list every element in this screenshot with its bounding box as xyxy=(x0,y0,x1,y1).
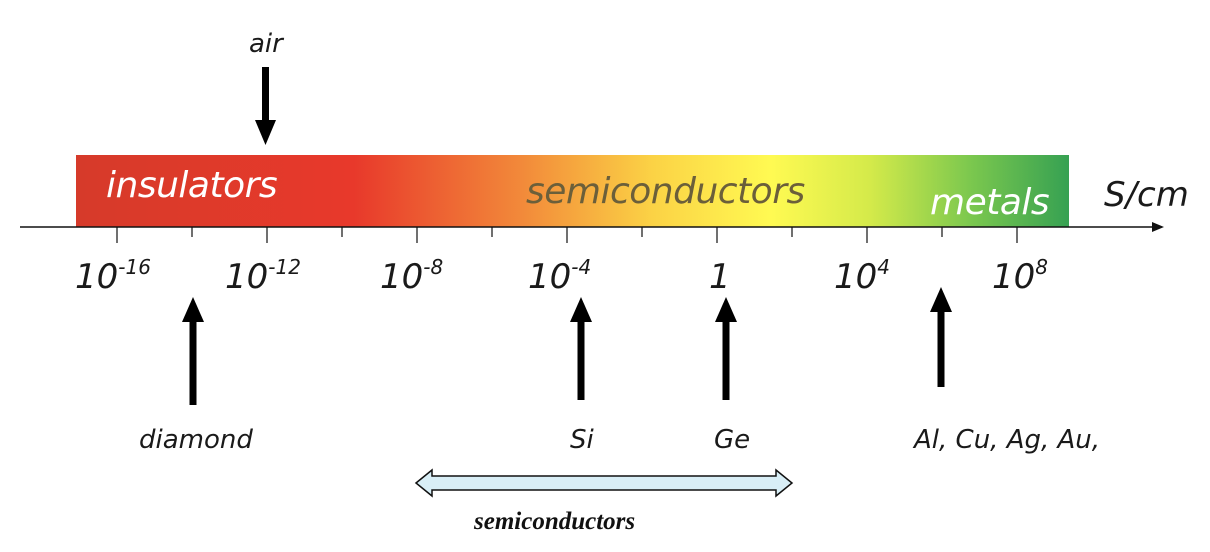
tick-marks xyxy=(116,227,1018,243)
tick-label: 10-4 xyxy=(528,255,591,297)
tick-label: 108 xyxy=(992,255,1048,297)
metals-list-label: Al, Cu, Ag, Au, xyxy=(912,425,1100,455)
ge-arrow-icon xyxy=(715,297,737,400)
semiconductor-range-arrow-icon xyxy=(414,468,794,498)
air-label: air xyxy=(249,29,285,59)
si-label: Si xyxy=(570,425,595,455)
tick-label: 10-16 xyxy=(75,255,151,297)
ge-label: Ge xyxy=(714,425,750,455)
metals-label: metals xyxy=(930,182,1049,223)
tick-label: 1 xyxy=(709,257,731,297)
tick-label: 104 xyxy=(834,255,890,297)
unit-label: S/cm xyxy=(1104,175,1189,215)
semiconductor-range-label: semiconductors xyxy=(473,508,635,535)
si-arrow-icon xyxy=(570,297,592,400)
air-arrow-icon xyxy=(255,67,276,145)
semiconductors-band-label: semiconductors xyxy=(526,171,805,212)
insulators-label: insulators xyxy=(106,165,277,206)
tick-label: 10-8 xyxy=(380,255,443,297)
diamond-arrow-icon xyxy=(182,297,204,405)
metals-arrow-icon xyxy=(930,287,952,387)
diamond-label: diamond xyxy=(139,425,253,455)
tick-label: 10-12 xyxy=(225,255,301,297)
conductivity-band xyxy=(76,155,1069,227)
